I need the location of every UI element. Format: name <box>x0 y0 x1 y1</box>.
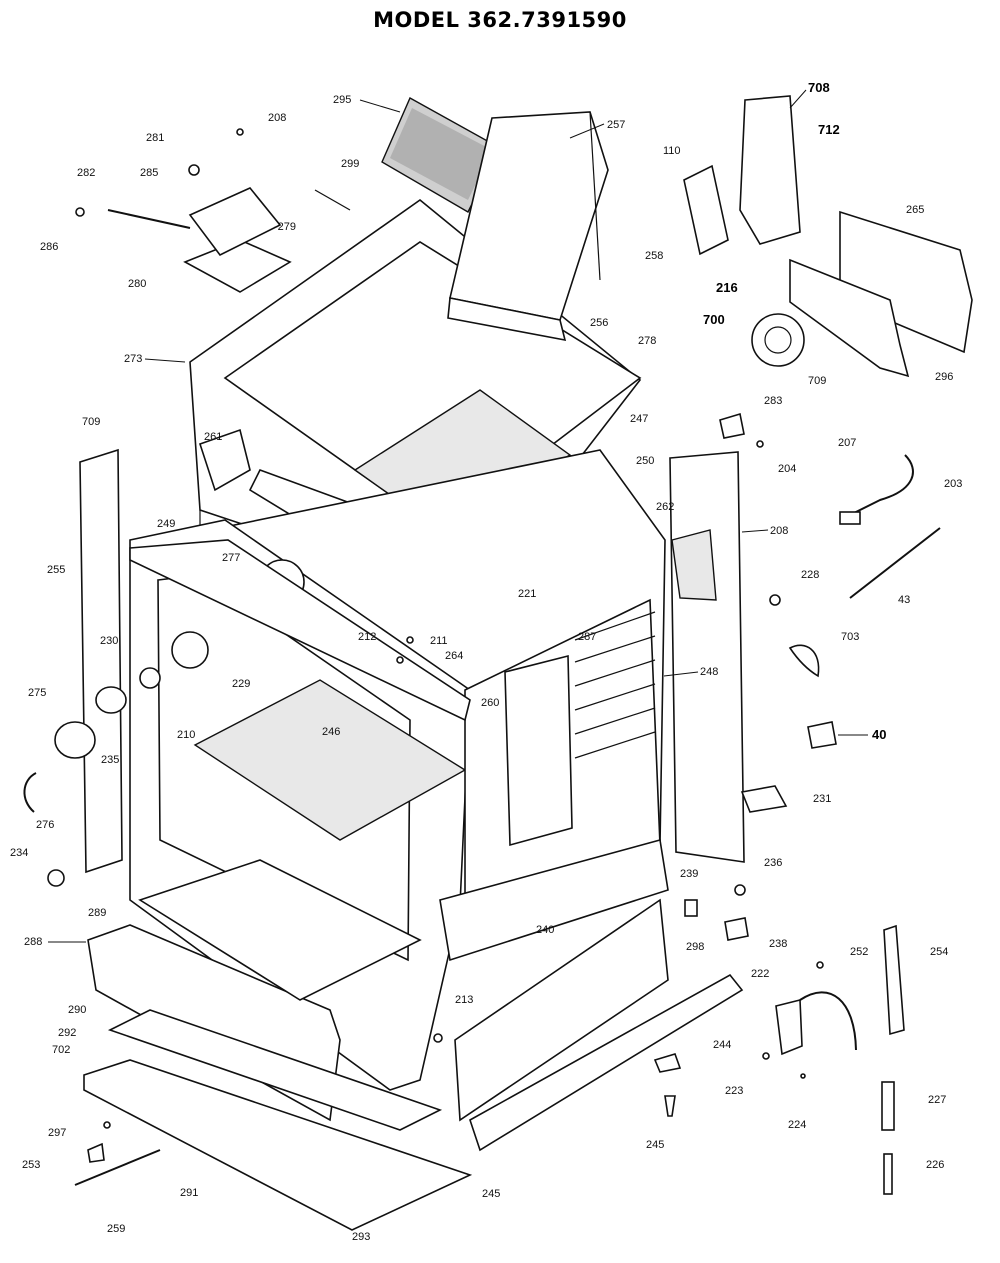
part-label-252: 252 <box>850 946 868 958</box>
part-label-110: 110 <box>663 145 681 157</box>
right-brackets-drawing <box>751 210 973 378</box>
part-label-275: 275 <box>28 687 46 699</box>
part-label-283: 283 <box>764 395 782 407</box>
part-label-248: 248 <box>700 666 718 678</box>
part-label-277: 277 <box>222 552 240 564</box>
part-label-258: 258 <box>645 250 663 262</box>
part-label-245b: 245 <box>482 1188 500 1200</box>
part-label-265: 265 <box>906 204 924 216</box>
part-label-204: 204 <box>778 463 796 475</box>
part-label-231: 231 <box>813 793 831 805</box>
part-label-236: 236 <box>764 857 782 869</box>
part-label-240: 240 <box>536 924 554 936</box>
part-label-296: 296 <box>935 371 953 383</box>
part-label-298: 298 <box>686 941 704 953</box>
part-label-278: 278 <box>638 335 656 347</box>
part-label-299: 299 <box>341 158 359 170</box>
part-label-260: 260 <box>481 697 499 709</box>
part-label-245: 245 <box>646 1139 664 1151</box>
part-label-203: 203 <box>944 478 962 490</box>
part-label-703: 703 <box>841 631 859 643</box>
part-label-279: -279 <box>274 221 296 233</box>
part-label-223: 223 <box>725 1085 743 1097</box>
part-label-221: 221 <box>518 588 536 600</box>
part-label-249: 249 <box>157 518 175 530</box>
part-label-256: 256 <box>590 317 608 329</box>
part-label-289: 289 <box>88 907 106 919</box>
valve-assembly-drawing <box>75 128 351 293</box>
model-title: MODEL 362.7391590 <box>373 8 627 32</box>
part-label-282: 282 <box>77 167 95 179</box>
upper-right-panels-drawing <box>683 95 801 256</box>
part-label-290: 290 <box>68 1004 86 1016</box>
part-label-40: 40 <box>872 727 886 742</box>
part-label-286: 286 <box>40 241 58 253</box>
base-drawer-drawing <box>74 838 744 1231</box>
part-label-207: 207 <box>838 437 856 449</box>
part-label-287: 287 <box>578 631 596 643</box>
part-label-702: 702 <box>52 1044 70 1056</box>
part-label-226: 226 <box>926 1159 944 1171</box>
part-label-228: 228 <box>801 569 819 581</box>
vent-duct-drawing <box>447 111 609 342</box>
part-label-297: 297 <box>48 1127 66 1139</box>
part-label-239: 239 <box>680 868 698 880</box>
part-label-288: 288 <box>24 936 42 948</box>
part-label-234: 234 <box>10 847 28 859</box>
hardware-parts-drawing <box>23 412 941 1195</box>
part-label-224: 224 <box>788 1119 806 1131</box>
part-label-230: 230 <box>100 635 118 647</box>
part-label-213: 213 <box>455 994 473 1006</box>
part-label-273: 273 <box>124 353 142 365</box>
part-label-208b: 208 <box>770 525 788 537</box>
part-label-255: 255 <box>47 564 65 576</box>
part-label-254: 254 <box>930 946 948 958</box>
part-label-285: 285 <box>140 167 158 179</box>
part-label-259: 259 <box>107 1223 125 1235</box>
part-label-262: 262 <box>656 501 674 513</box>
part-label-229: 229 <box>232 678 250 690</box>
part-label-700: 700 <box>703 312 725 327</box>
part-label-292: 292 <box>58 1027 76 1039</box>
part-label-238: 238 <box>769 938 787 950</box>
part-label-247: 247 <box>630 413 648 425</box>
part-label-253: 253 <box>22 1159 40 1171</box>
part-label-216: 216 <box>716 280 738 295</box>
part-label-235: 235 <box>101 754 119 766</box>
part-label-212: 212 <box>358 631 376 643</box>
part-label-712: 712 <box>818 122 840 137</box>
part-label-295: 295 <box>333 94 351 106</box>
part-label-291: 291 <box>180 1187 198 1199</box>
part-label-257: 257 <box>607 119 625 131</box>
part-labels: 295 257 708 712 110 208 281 299 282 285 … <box>10 80 962 1243</box>
part-label-222: 222 <box>751 968 769 980</box>
part-label-210: 210 <box>177 729 195 741</box>
part-label-211: 211 <box>430 635 448 647</box>
part-label-280: 280 <box>128 278 146 290</box>
part-label-244: 244 <box>713 1039 731 1051</box>
part-label-208: 208 <box>268 112 286 124</box>
part-label-709: 709 <box>808 375 826 387</box>
part-label-276: 276 <box>36 819 54 831</box>
part-label-246: 246 <box>322 726 340 738</box>
part-label-261: 261 <box>204 431 222 443</box>
part-label-250: 250 <box>636 455 654 467</box>
part-label-708: 708 <box>808 80 830 95</box>
part-label-709b: 709 <box>82 416 100 428</box>
part-label-227: 227 <box>928 1094 946 1106</box>
part-label-281: 281 <box>146 132 164 144</box>
part-label-43: 43 <box>898 594 910 606</box>
part-label-264: 264 <box>445 650 463 662</box>
part-label-293: 293 <box>352 1231 370 1243</box>
